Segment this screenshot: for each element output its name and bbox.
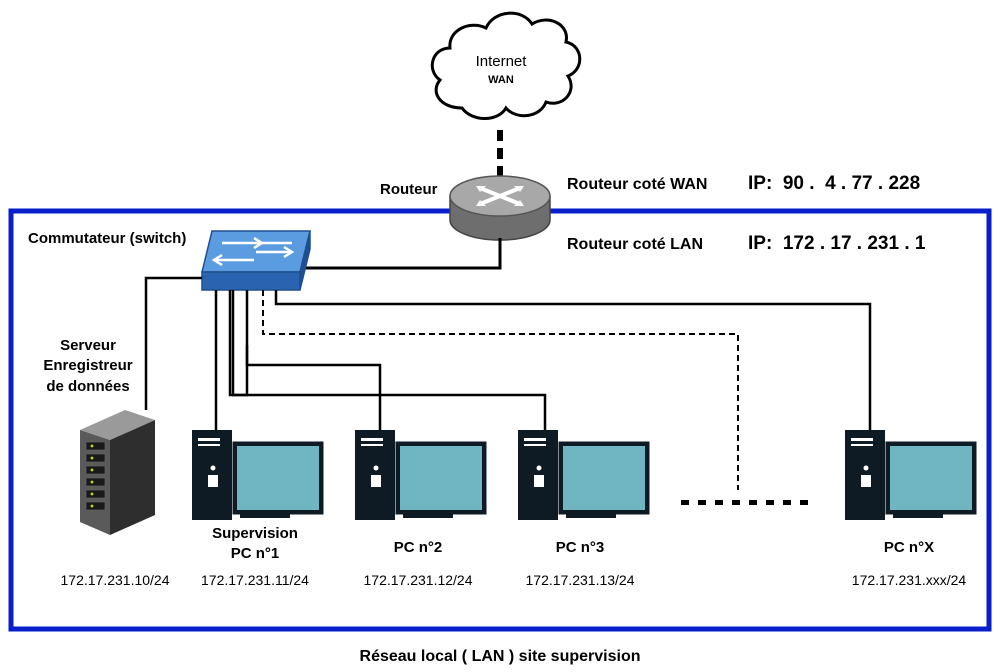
pc-1 [192,430,324,520]
pc1-ip: 172.17.231.11/24 [201,572,309,588]
router-wan-label: Routeur coté WAN [567,176,707,193]
pc1-label-line1: Supervision [212,525,298,542]
pc-x [845,430,977,520]
server-ip: 172.17.231.10/24 [61,572,170,588]
internet-cloud: Internet WAN [430,11,582,120]
server-rack-icon [80,410,155,535]
pc3-ip: 172.17.231.13/24 [526,572,635,588]
lan-caption: Réseau local ( LAN ) site supervision [360,648,641,665]
more-pcs-ellipsis [681,500,808,505]
router: Routeur [380,175,551,241]
pc-3 [518,430,650,520]
pc2-ip: 172.17.231.12/24 [364,572,473,588]
router-icon [449,175,551,241]
router-switch-link [300,238,502,270]
pcx-ip: 172.17.231.xxx/24 [852,572,967,588]
lan-boundary [8,208,992,632]
pc-2 [355,430,487,520]
link-pc3 [231,290,547,430]
desktop-pc-icon [845,430,977,520]
internet-label: Internet [476,53,528,70]
link-more-dashed [262,290,739,490]
router-lan-label: Routeur coté LAN [567,236,703,253]
cloud-icon [430,11,582,120]
wan-label: WAN [488,74,514,86]
link-server [144,276,202,410]
network-switch-icon [201,230,311,291]
network-switch: Commutateur (switch) [28,230,311,291]
server: Serveur Enregistreur de données 172.17.2… [43,337,169,588]
pc2-label-line2: PC n°2 [394,539,443,556]
router-wan-ip: IP: 90 . 4 . 77 . 228 [748,173,920,194]
desktop-pc-icon [192,430,324,520]
server-label-line1: Serveur [60,337,116,354]
router-lan-ip: IP: 172 . 17 . 231 . 1 [748,233,926,254]
pc1-label-line2: PC n°1 [231,545,280,562]
pc3-label-line2: PC n°3 [556,539,605,556]
router-label: Routeur [380,181,438,198]
link-pcx [274,290,872,430]
server-label-line2: Enregistreur [43,357,132,374]
desktop-pc-icon [518,430,650,520]
pcx-label-line2: PC n°X [884,539,934,556]
link-pc2-b [245,290,382,430]
desktop-pc-icon [355,430,487,520]
switch-label: Commutateur (switch) [28,230,186,247]
server-label-line3: de données [46,378,129,395]
